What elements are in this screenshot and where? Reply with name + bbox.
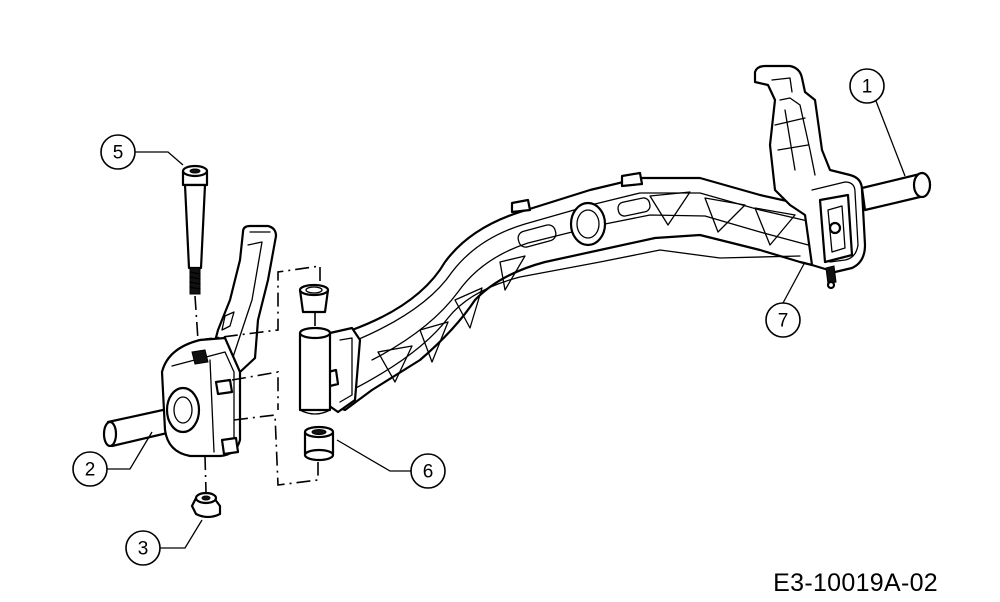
- flange-nut: [190, 491, 222, 519]
- callout-1-label: 1: [862, 77, 873, 98]
- bushing: [298, 283, 335, 462]
- axle-frame: [326, 64, 932, 414]
- callout-5: 5: [100, 134, 136, 170]
- callout-5-label: 5: [113, 143, 124, 164]
- callout-2-label: 2: [85, 460, 96, 481]
- callout-2: 2: [72, 451, 108, 487]
- callout-6-label: 6: [423, 462, 434, 483]
- callout-3: 3: [125, 530, 161, 566]
- callout-3-label: 3: [138, 539, 149, 560]
- callout-1: 1: [849, 68, 885, 104]
- assembly-guide-lines: [194, 265, 321, 493]
- callout-6: 6: [410, 453, 446, 489]
- callout-7: 7: [765, 302, 801, 338]
- callout-7-label: 7: [778, 311, 789, 332]
- callout-leaders: [106, 100, 906, 549]
- shoulder-bolt: [181, 164, 209, 295]
- grease-fitting: [825, 265, 837, 290]
- drawing-code: E3-10019A-02: [773, 569, 938, 597]
- left-spindle: [102, 224, 278, 458]
